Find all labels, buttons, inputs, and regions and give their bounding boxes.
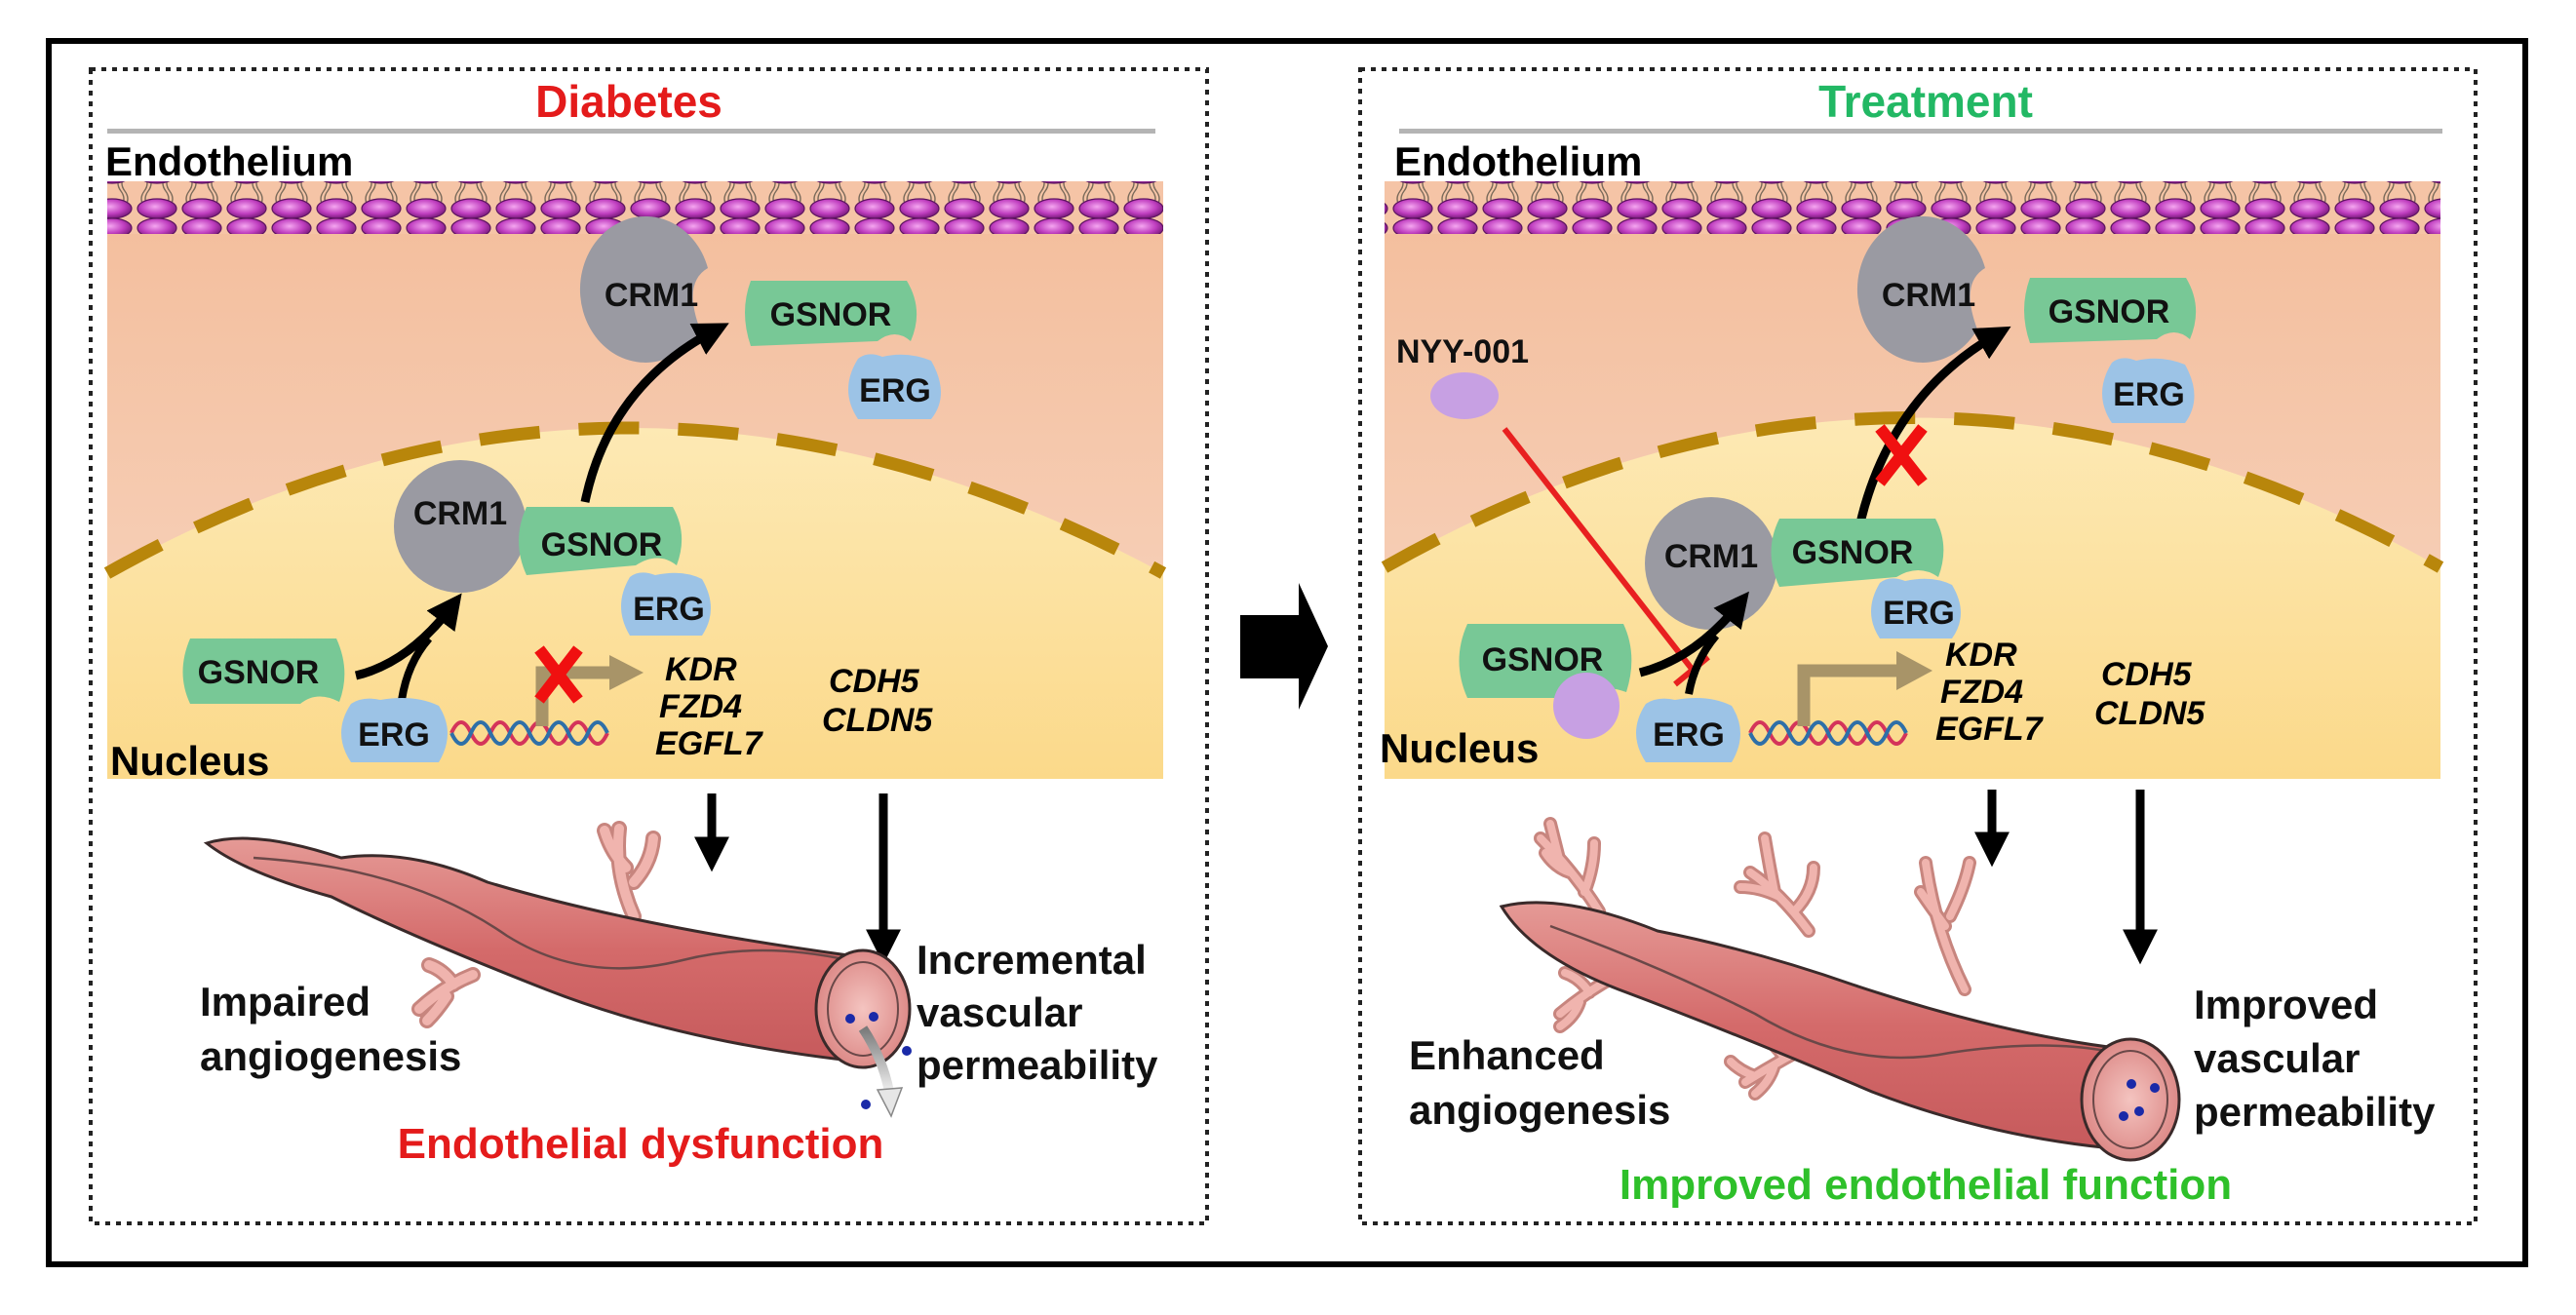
gene-egfl7: EGFL7 <box>1935 711 2045 748</box>
transcription-blocked-x-icon <box>534 645 583 704</box>
blood-vessel-illustration <box>203 821 912 1118</box>
crm1-cytoplasm <box>1856 215 1985 363</box>
gsnor-nucleus <box>1771 519 1944 587</box>
erg-nucleus-label: ERG <box>1883 595 1955 632</box>
erg-nucleus-label: ERG <box>633 591 705 628</box>
erg-cytoplasm <box>848 354 941 419</box>
gsnor-cytoplasm <box>2024 278 2197 343</box>
panel-border <box>1358 67 2478 1225</box>
export-arrow <box>580 323 729 503</box>
erg-dna-label: ERG <box>358 716 430 754</box>
gene-cdh5: CDH5 <box>2101 656 2193 693</box>
promoter-arrowhead <box>1896 651 1932 690</box>
dna-helix-icon <box>1748 720 1908 746</box>
gene-egfl7: EGFL7 <box>655 725 764 762</box>
promoter-arrowhead <box>609 655 644 690</box>
gene-cldn5: CLDN5 <box>2094 695 2205 732</box>
erg-dna-label: ERG <box>1653 716 1725 754</box>
inhibition-line <box>1502 427 1695 671</box>
drug-label: NYY-001 <box>1396 333 1529 370</box>
gsnor-free <box>182 638 345 704</box>
erg-dna <box>1636 698 1740 762</box>
gsnor-free-label: GSNOR <box>1482 641 1604 678</box>
erg-join-line <box>398 636 433 701</box>
gsnor-nucleus-label: GSNOR <box>541 526 663 563</box>
outcome-right-line3: permeability <box>917 1042 1158 1088</box>
promoter-arrow-icon <box>535 666 614 726</box>
gsnor-nucleus <box>519 507 683 575</box>
outcome-right-line1: Incremental <box>917 937 1147 983</box>
erg-nucleus <box>621 572 711 636</box>
outcome-left-line2: angiogenesis <box>1409 1087 1670 1133</box>
nuclear-envelope <box>103 421 1167 579</box>
gene-cdh5: CDH5 <box>829 663 920 700</box>
gsnor-cytoplasm-label: GSNOR <box>2049 293 2170 330</box>
endothelium-label: Endothelium <box>1394 138 1642 184</box>
crm1-nucleus <box>394 460 527 593</box>
promoter-arrow-icon <box>1797 664 1901 726</box>
erg-cytoplasm <box>2102 358 2195 423</box>
gsnor-cytoplasm <box>745 281 917 346</box>
panel-diabetes: Diabetes Endothelium CRM1 GSNOR ERG CRM1… <box>89 67 1209 1225</box>
export-blocked-x-icon <box>1875 424 1928 486</box>
gsnor-free-label: GSNOR <box>198 654 320 691</box>
outcome-left-line1: Impaired <box>200 979 371 1025</box>
crm1-cytoplasm-label: CRM1 <box>1882 277 1975 314</box>
export-arrow <box>1851 326 2011 547</box>
panel-title: Diabetes <box>535 76 722 127</box>
gene-kdr: KDR <box>665 651 737 688</box>
dna-helix-icon <box>449 720 609 746</box>
crm1-nucleus-label: CRM1 <box>413 495 507 532</box>
panel-title: Treatment <box>1818 76 2033 127</box>
gene-fzd4: FZD4 <box>659 688 742 725</box>
title-divider <box>1399 129 2442 134</box>
erg-join-line <box>1685 633 1720 695</box>
endothelium-label: Endothelium <box>105 138 353 184</box>
crm1-cytoplasm <box>579 215 708 363</box>
erg-dna <box>341 698 448 762</box>
nucleus-label: Nucleus <box>1380 725 1539 771</box>
outcome-left-line2: angiogenesis <box>200 1033 461 1079</box>
erg-cytoplasm-label: ERG <box>2113 376 2185 413</box>
binding-arrow <box>1638 591 1749 677</box>
gene-kdr: KDR <box>1945 637 2017 674</box>
panel-treatment: Treatment Endothelium NYY-001 CRM1 GSNOR… <box>1358 67 2478 1225</box>
outcome-right-line3: permeability <box>2194 1089 2436 1135</box>
nucleus-label: Nucleus <box>110 738 269 784</box>
crm1-nucleus-label: CRM1 <box>1664 538 1758 575</box>
gsnor-cytoplasm-label: GSNOR <box>770 296 892 333</box>
outcome-right-line2: vascular <box>917 989 1082 1035</box>
gsnor-nucleus-label: GSNOR <box>1792 534 1914 571</box>
drug-bound-icon <box>1553 673 1620 739</box>
drug-molecule-icon <box>1430 372 1499 419</box>
gene-fzd4: FZD4 <box>1940 674 2023 711</box>
transition-arrow-icon <box>1240 583 1328 710</box>
outcome-right-line2: vascular <box>2194 1035 2360 1081</box>
crm1-cytoplasm-label: CRM1 <box>605 277 698 314</box>
outcome-left-line1: Enhanced <box>1409 1032 1605 1078</box>
panel-summary: Improved endothelial function <box>1620 1161 2232 1209</box>
erg-nucleus <box>1871 578 1961 638</box>
binding-arrow <box>354 593 462 680</box>
gene-cldn5: CLDN5 <box>822 702 933 739</box>
blood-vessel-illustration <box>1499 817 2181 1162</box>
outcome-right-line1: Improved <box>2194 982 2378 1027</box>
nuclear-envelope <box>1381 411 2444 573</box>
erg-cytoplasm-label: ERG <box>859 372 931 409</box>
title-divider <box>107 129 1155 134</box>
panel-summary: Endothelial dysfunction <box>398 1120 884 1168</box>
panel-border <box>89 67 1209 1225</box>
